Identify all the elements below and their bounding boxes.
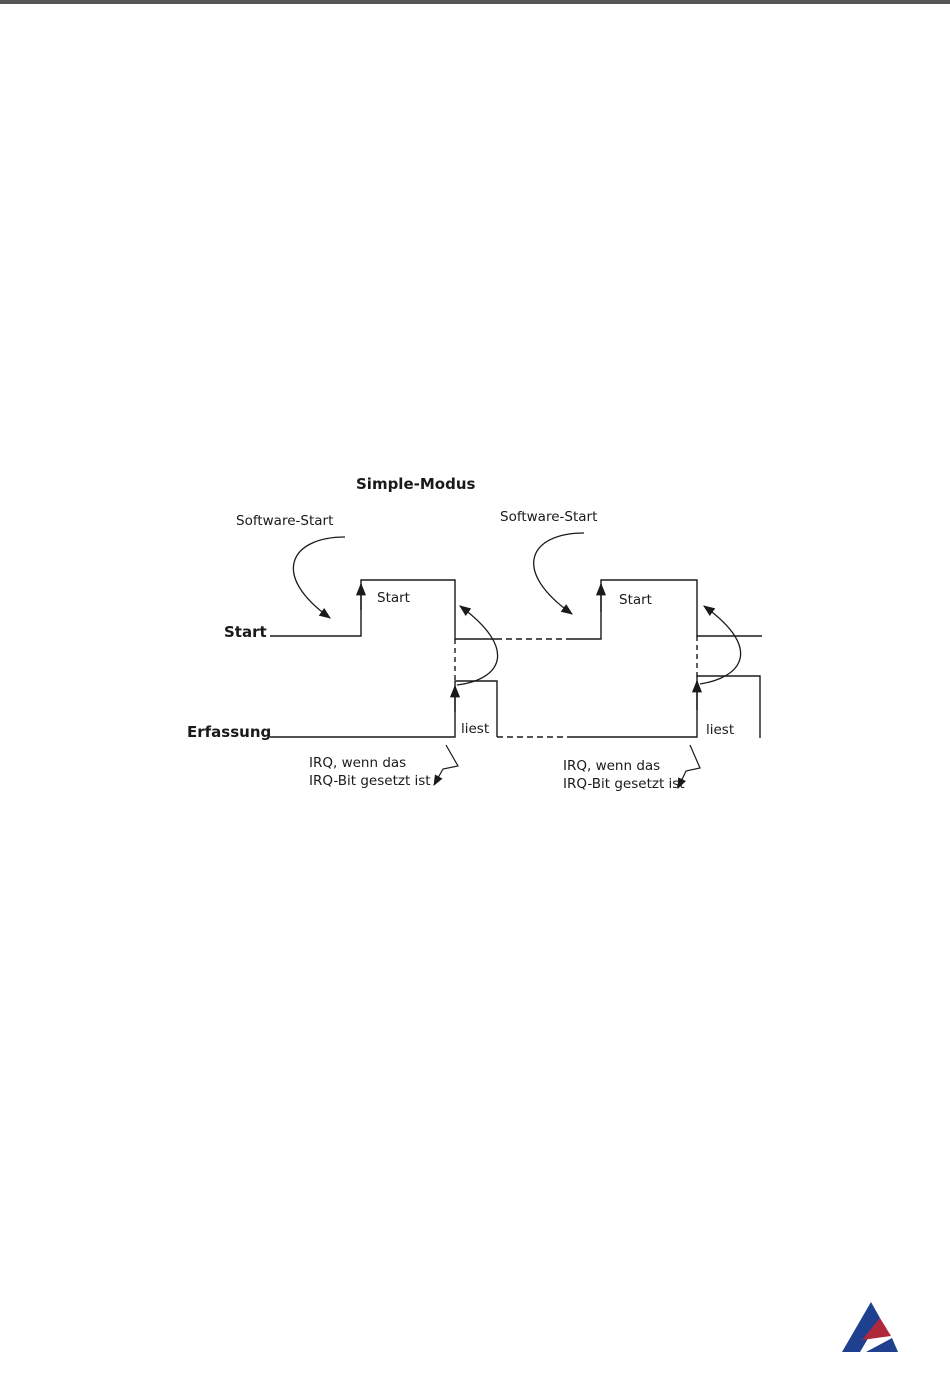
software-start-label-2: Software-Start xyxy=(500,509,597,525)
feedback-arrows xyxy=(457,606,741,685)
software-start-arrows xyxy=(293,533,584,618)
irq-label-1-line2: IRQ-Bit gesetzt ist xyxy=(309,773,431,789)
capture-signal xyxy=(270,636,760,738)
read-label-1: liest xyxy=(461,721,489,737)
row-label-start: Start xyxy=(224,623,267,641)
diagram-title: Simple-Modus xyxy=(356,475,476,493)
start-pulse-label-1: Start xyxy=(377,590,410,606)
irq-label-2-line2: IRQ-Bit gesetzt ist xyxy=(563,776,685,792)
company-triangle-logo-icon xyxy=(842,1302,898,1352)
read-label-2: liest xyxy=(706,722,734,738)
start-pulse-label-2: Start xyxy=(619,592,652,608)
irq-label-2-line1: IRQ, wenn das xyxy=(563,758,660,774)
software-start-label-1: Software-Start xyxy=(236,513,333,529)
start-signal xyxy=(270,580,762,639)
row-label-capture: Erfassung xyxy=(187,723,271,741)
irq-label-1-line1: IRQ, wenn das xyxy=(309,755,406,771)
